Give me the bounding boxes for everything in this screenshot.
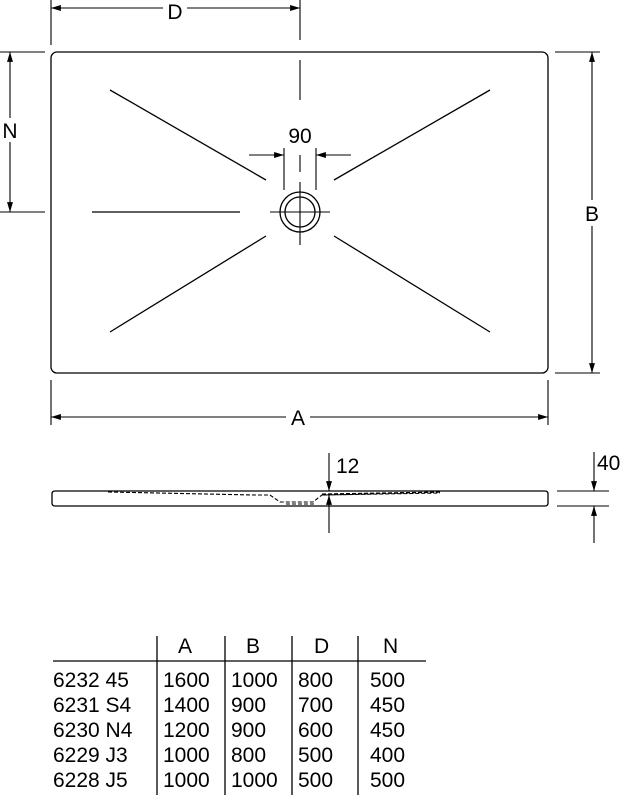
cell-n: 450 bbox=[370, 719, 406, 742]
dimension-n: N bbox=[0, 51, 45, 213]
header-n: N bbox=[383, 635, 399, 658]
depth-dimension: 12 bbox=[326, 453, 359, 533]
dim-label-b: B bbox=[585, 203, 599, 226]
height-dimension: 40 bbox=[557, 452, 620, 543]
header-a: A bbox=[178, 635, 193, 658]
height-dim-label: 40 bbox=[597, 452, 620, 475]
plan-view: 90 D N B bbox=[0, 0, 604, 430]
cell-n: 500 bbox=[370, 669, 406, 692]
drain-dim-label: 90 bbox=[288, 125, 311, 148]
drain-dimension: 90 bbox=[249, 125, 351, 190]
cell-b: 900 bbox=[231, 694, 267, 717]
cell-b: 900 bbox=[231, 719, 267, 742]
tray-outline bbox=[50, 51, 549, 374]
cell-model: 6231 S4 bbox=[53, 694, 132, 717]
header-b: B bbox=[246, 635, 261, 658]
dimension-d: D bbox=[50, 0, 301, 45]
cell-a: 1600 bbox=[163, 669, 210, 692]
dimension-a: A bbox=[50, 380, 549, 430]
cell-n: 450 bbox=[370, 694, 406, 717]
cell-d: 800 bbox=[298, 669, 334, 692]
cell-b: 800 bbox=[231, 744, 267, 767]
dim-label-n: N bbox=[2, 120, 17, 143]
cell-n: 400 bbox=[370, 744, 406, 767]
dim-label-a: A bbox=[291, 407, 305, 430]
table-grid bbox=[53, 636, 426, 795]
depth-dim-label: 12 bbox=[336, 455, 359, 478]
cell-a: 1200 bbox=[163, 719, 210, 742]
centerline bbox=[270, 60, 330, 245]
dimension-b: B bbox=[555, 51, 604, 374]
cell-d: 500 bbox=[298, 769, 334, 792]
cell-d: 500 bbox=[298, 744, 334, 767]
cell-a: 1400 bbox=[163, 694, 210, 717]
drain-lines bbox=[92, 89, 491, 333]
cell-d: 700 bbox=[298, 694, 334, 717]
cell-model: 6228 J5 bbox=[53, 769, 128, 792]
cell-d: 600 bbox=[298, 719, 334, 742]
cell-model: 6230 N4 bbox=[53, 719, 133, 742]
side-view: 12 40 bbox=[51, 452, 620, 543]
cell-a: 1000 bbox=[163, 744, 210, 767]
cell-n: 500 bbox=[370, 769, 406, 792]
dim-label-d: D bbox=[167, 1, 182, 24]
header-d: D bbox=[314, 635, 330, 658]
cell-model: 6229 J3 bbox=[53, 744, 128, 767]
cell-model: 6232 45 bbox=[53, 669, 129, 692]
cell-b: 1000 bbox=[231, 669, 278, 692]
cell-a: 1000 bbox=[163, 769, 210, 792]
cell-b: 1000 bbox=[231, 769, 278, 792]
drain-icon bbox=[279, 191, 321, 233]
